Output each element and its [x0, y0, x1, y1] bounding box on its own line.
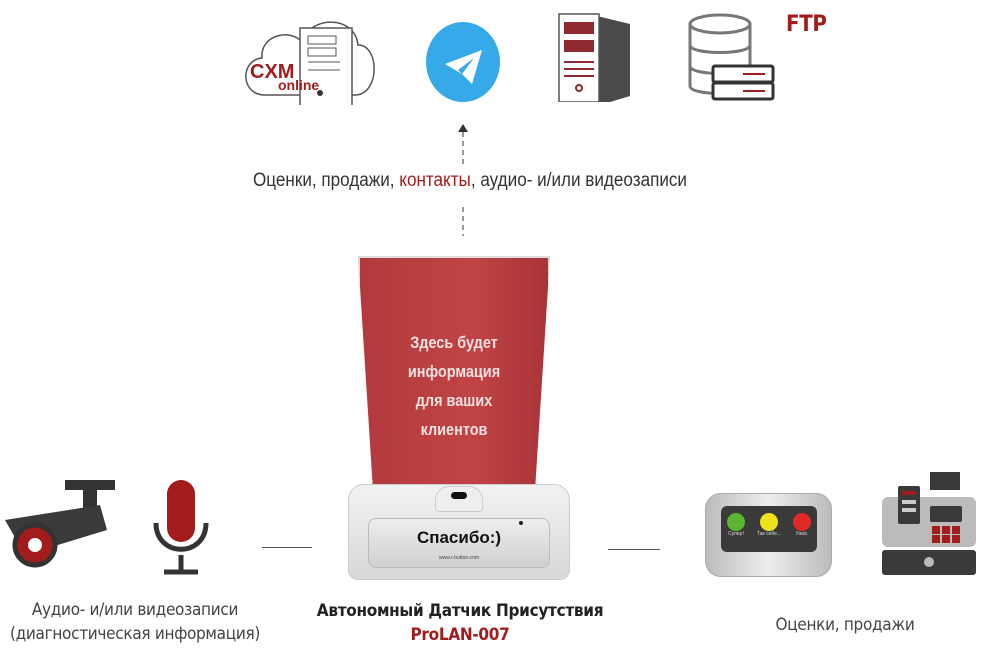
device-title: Автономный Датчик Присутствия: [316, 601, 604, 621]
ftp-label: FTP: [786, 12, 827, 37]
cxm-logo-sub: online: [278, 77, 319, 93]
thanks-button[interactable]: [368, 518, 550, 568]
microphone-icon: [153, 480, 209, 575]
database-icon: [688, 13, 775, 101]
cxm-online-cloud-icon: CXM online: [245, 21, 375, 105]
sensor-icon: [451, 492, 467, 499]
left-caption-2: (диагностическая информация): [9, 624, 261, 644]
display-sign: [358, 256, 550, 496]
button-so-so[interactable]: Так себе...: [757, 513, 781, 552]
left-caption-1: Аудио- и/или видеозаписи: [31, 600, 239, 620]
connector-line-left: [262, 547, 312, 548]
data-flow-caption: Оценки, продажи, контакты, аудио- и/или …: [253, 170, 687, 191]
security-camera-icon: [5, 480, 115, 568]
server-tower-icon: [558, 13, 630, 102]
cxm-logo-text: CXM: [250, 61, 294, 83]
upload-arrow: [458, 124, 468, 236]
cash-register-icon: [882, 472, 976, 575]
sensor-housing: [435, 486, 483, 512]
right-caption: Оценки, продажи: [775, 615, 915, 635]
connector-line-right: [608, 549, 660, 550]
feedback-terminal: Супер! Так себе... Ужас.: [705, 493, 832, 577]
button-super[interactable]: Супер!: [726, 513, 745, 552]
button-bad[interactable]: Ужас.: [793, 513, 812, 552]
device-url: www.r-button.com: [438, 555, 479, 561]
thanks-label: Спасибо:): [416, 528, 502, 547]
contacts-highlight: контакты: [399, 170, 471, 191]
device-model: ProLAN-007: [410, 625, 510, 645]
telegram-icon: [426, 22, 500, 102]
led-icon: [519, 521, 523, 525]
